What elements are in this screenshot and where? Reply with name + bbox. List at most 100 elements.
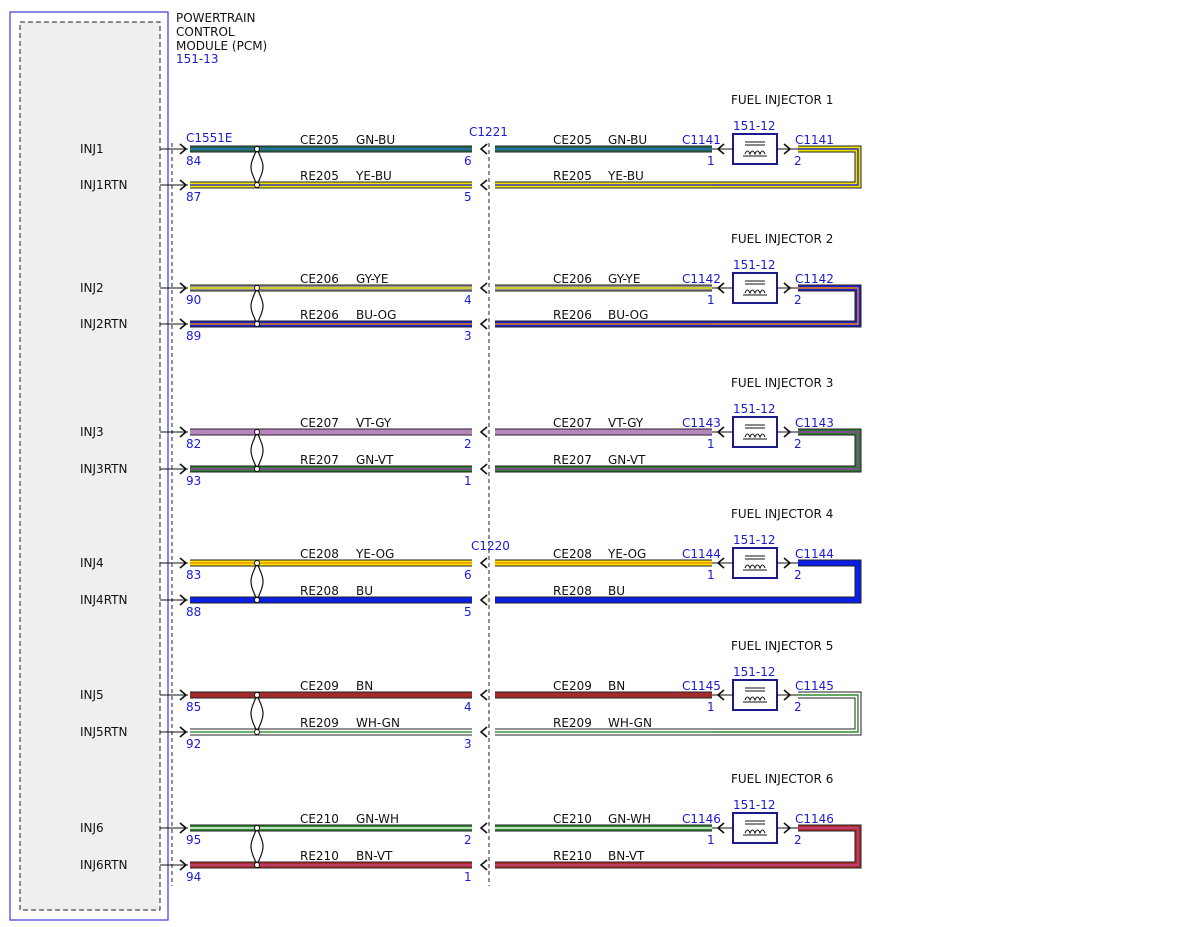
circuit-6-injector-box <box>732 812 778 844</box>
circuit-6-inj-color-b: GN-WH <box>608 812 651 826</box>
circuit-6-inj-wire-b-stripe <box>495 827 712 829</box>
circuit-6-rtn-color-a: BN-VT <box>356 849 393 863</box>
circuit-4-rtn-wire-b-stripe <box>495 599 712 601</box>
circuit-4-injector-title: FUEL INJECTOR 4 <box>731 507 833 521</box>
circuit-2-injector-coil <box>744 289 766 295</box>
circuit-4-twist-left <box>250 562 258 601</box>
circuit-2-rtn-circuit-a: RE206 <box>300 308 339 322</box>
pcm-title-line-2: CONTROL <box>176 25 235 39</box>
circuit-1-inj-pcm-pin: 84 <box>186 154 201 168</box>
circuit-2-injector-title: FUEL INJECTOR 2 <box>731 232 833 246</box>
circuit-4-inj-pin-label: INJ4 <box>80 556 104 570</box>
circuit-5-inj-wire-a-stripe <box>190 694 472 696</box>
circuit-5-rtn-circuit-b: RE209 <box>553 716 592 730</box>
circuit-2-injector-ref: 151-12 <box>733 258 776 272</box>
circuit-2-inj-pcm-pin: 90 <box>186 293 201 307</box>
circuit-4-twist-top-node <box>254 560 260 566</box>
circuit-6-rtn-wire-a-stripe <box>190 864 472 866</box>
circuit-3-inj-wire-a-stripe <box>190 431 472 433</box>
circuit-2-injector-pin1: 1 <box>707 293 715 307</box>
circuit-2-inj-wire-a-stripe <box>190 287 472 289</box>
circuit-3-inj-color-a: VT-GY <box>356 416 392 430</box>
circuit-3-rtn-circuit-a: RE207 <box>300 453 339 467</box>
circuit-4-rtn-circuit-b: RE208 <box>553 584 592 598</box>
circuit-1-inj-inline-pin: 6 <box>464 154 472 168</box>
circuit-1-injector-conn-right: C1141 <box>795 133 834 147</box>
circuit-5-inj-inline-pin: 4 <box>464 700 472 714</box>
circuit-5-rtn-color-a: WH-GN <box>356 716 400 730</box>
circuit-4-injector-conn-left: C1144 <box>682 547 721 561</box>
circuit-3-rtn-color-a: GN-VT <box>356 453 394 467</box>
circuit-1-twist-top-node <box>254 146 260 152</box>
circuit-4-injector-pin1-arrow <box>716 557 725 569</box>
circuit-5-rtn-wire-a-stripe <box>190 731 472 733</box>
circuit-3-rtn-inline-pin: 1 <box>464 474 472 488</box>
circuit-4-rtn-color-b: BU <box>608 584 625 598</box>
circuit-2-rtn-pin-label: INJ2RTN <box>80 317 127 331</box>
circuit-3-return-loop-stripe <box>712 431 859 470</box>
circuit-2-rtn-circuit-b: RE206 <box>553 308 592 322</box>
circuit-6-inj-wire-a-stripe <box>190 827 472 829</box>
circuit-3-rtn-circuit-b: RE207 <box>553 453 592 467</box>
circuit-6-injector-conn-left: C1146 <box>682 812 721 826</box>
circuit-4-return-loop-stripe <box>712 562 859 601</box>
circuit-3-injector-ref: 151-12 <box>733 402 776 416</box>
pcm-module-outline <box>9 11 169 921</box>
circuit-4-twist-right <box>256 562 264 601</box>
pcm-ref: 151-13 <box>176 52 219 66</box>
circuit-5-twist-right <box>256 694 264 733</box>
circuit-4-rtn-inline-arrow <box>479 594 488 606</box>
circuit-2-rtn-pcm-pin: 89 <box>186 329 201 343</box>
circuit-4-injector-coil <box>744 564 766 570</box>
circuit-5-rtn-pin-label: INJ5RTN <box>80 725 127 739</box>
circuit-2-twist-right <box>256 287 264 325</box>
circuit-1-rtn-color-b: YE-BU <box>607 169 644 183</box>
circuit-4-inj-color-a: YE-OG <box>355 547 394 561</box>
circuit-3-rtn-pcm-pin: 93 <box>186 474 201 488</box>
circuit-1-rtn-circuit-a: RE205 <box>300 169 339 183</box>
circuit-5-injector-pin1: 1 <box>707 700 715 714</box>
circuit-5-injector-ref: 151-12 <box>733 665 776 679</box>
circuit-1-inj-wire-a-stripe <box>190 148 472 150</box>
circuit-2-rtn-wire-b-stripe <box>495 323 712 325</box>
circuit-2-inj-circuit-b: CE206 <box>553 272 592 286</box>
circuit-3-rtn-pcm-arrow <box>179 463 188 475</box>
circuit-1-rtn-color-a: YE-BU <box>355 169 392 183</box>
circuit-6-rtn-circuit-b: RE210 <box>553 849 592 863</box>
circuit-6-inj-circuit-b: CE210 <box>553 812 592 826</box>
pcm-title-line-3: MODULE (PCM) <box>176 39 267 53</box>
circuit-5-inj-color-a: BN <box>356 679 373 693</box>
circuit-1-injector-pin1-arrow <box>716 143 725 155</box>
circuit-5-rtn-pcm-pin: 92 <box>186 737 201 751</box>
circuit-4-twist-bottom-node <box>254 597 260 603</box>
circuit-5-injector-title: FUEL INJECTOR 5 <box>731 639 833 653</box>
circuit-1-injector-title: FUEL INJECTOR 1 <box>731 93 833 107</box>
circuit-1-rtn-pcm-pin: 87 <box>186 190 201 204</box>
circuit-6-rtn-pcm-arrow <box>179 859 188 871</box>
circuit-1-rtn-pin-label: INJ1RTN <box>80 178 127 192</box>
circuit-6-injector-ref: 151-12 <box>733 798 776 812</box>
circuit-4-injector-pin1: 1 <box>707 568 715 582</box>
circuit-3-injector-title: FUEL INJECTOR 3 <box>731 376 833 390</box>
circuit-3-twist-top-node <box>254 429 260 435</box>
circuit-5-inj-inline-arrow <box>479 689 488 701</box>
circuit-2-inj-inline-arrow <box>479 282 488 294</box>
circuit-1-twist-bottom-node <box>254 182 260 188</box>
circuit-3-rtn-wire-b-stripe <box>495 468 712 470</box>
circuit-5-injector-pin2: 2 <box>794 700 802 714</box>
circuit-2-return-loop-stripe <box>712 287 859 325</box>
circuit-2-twist-bottom-node <box>254 321 260 327</box>
circuit-6-rtn-inline-pin: 1 <box>464 870 472 884</box>
circuit-1-return-loop-stripe <box>712 148 859 186</box>
circuit-5-inj-circuit-b: CE209 <box>553 679 592 693</box>
circuit-6-twist-left <box>250 827 258 866</box>
circuit-6-injector-pin1: 1 <box>707 833 715 847</box>
circuit-3-rtn-wire-a-stripe <box>190 468 472 470</box>
circuit-4-inj-circuit-a: CE208 <box>300 547 339 561</box>
circuit-1-rtn-circuit-b: RE205 <box>553 169 592 183</box>
circuit-4-rtn-pin-label: INJ4RTN <box>80 593 127 607</box>
circuit-5-injector-conn-right: C1145 <box>795 679 834 693</box>
circuit-6-injector-pin2: 2 <box>794 833 802 847</box>
